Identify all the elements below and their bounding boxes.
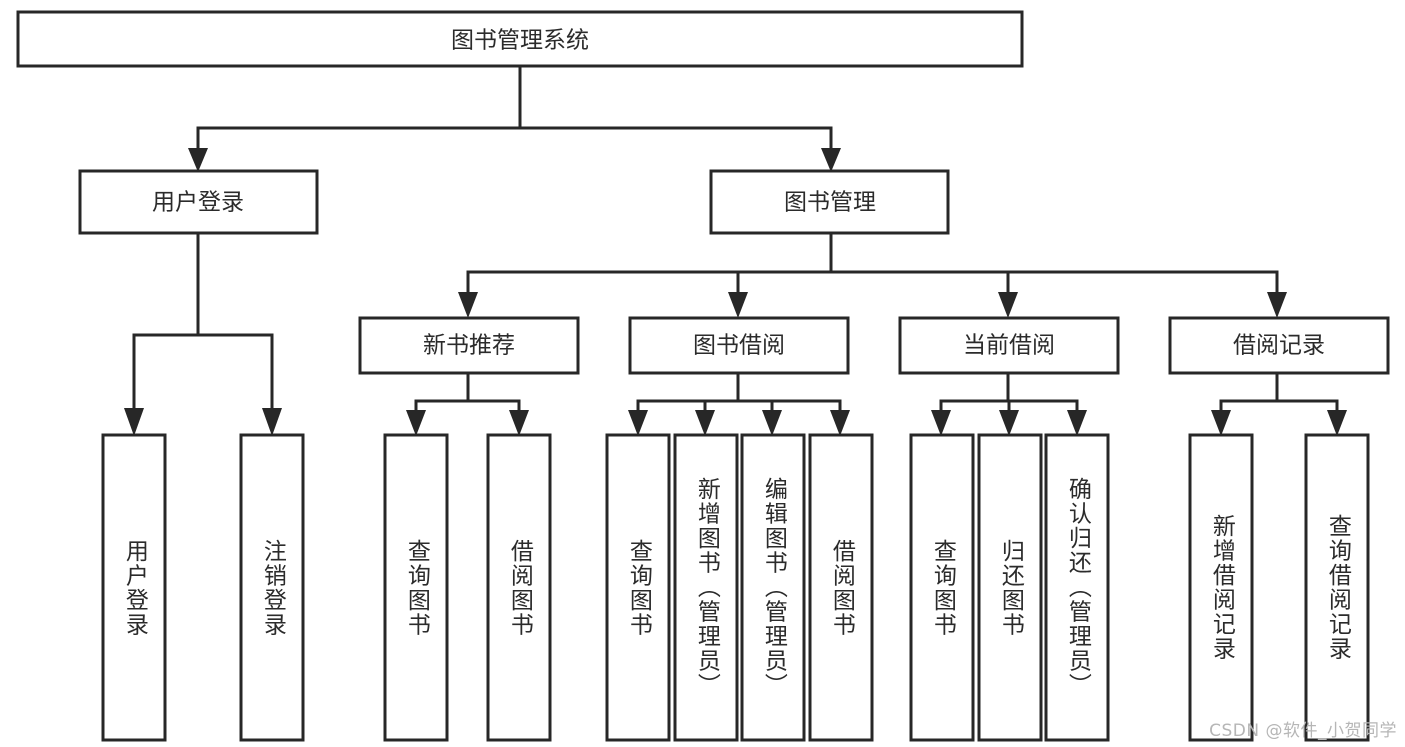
arrowhead-current-query bbox=[931, 410, 951, 436]
node-box-root[interactable] bbox=[16, 10, 1024, 68]
node-box-leaf-borrow-lend[interactable] bbox=[808, 433, 874, 742]
node-box-leaf-newbook-query[interactable] bbox=[383, 433, 449, 742]
node-box-book-borrow[interactable] bbox=[628, 316, 850, 375]
arrowhead-borrow-query bbox=[628, 410, 648, 436]
node-label-book-borrow: 图书借阅 bbox=[693, 333, 785, 359]
arrowhead-borrow-records bbox=[1267, 292, 1287, 318]
arrowhead-to-book-management bbox=[821, 148, 841, 172]
node-box-leaf-borrow-query[interactable] bbox=[605, 433, 671, 742]
arrowhead-current-borrow bbox=[998, 292, 1018, 318]
node-label-borrow-records: 借阅记录 bbox=[1233, 333, 1325, 359]
node-box-leaf-current-confirm[interactable] bbox=[1044, 433, 1110, 742]
node-layer: 图书管理系统 用户登录 图书管理 新书推荐 图书借阅 当前借阅 借阅记录 bbox=[16, 10, 1390, 742]
node-box-leaf-records-add[interactable] bbox=[1188, 433, 1254, 742]
arrowhead-to-user-login bbox=[188, 148, 208, 172]
node-box-user-login[interactable] bbox=[78, 169, 319, 235]
node-box-leaf-borrow-edit[interactable] bbox=[740, 433, 806, 742]
connector-layer bbox=[124, 64, 1347, 436]
arrowhead-records-query bbox=[1327, 410, 1347, 436]
node-box-book-management[interactable] bbox=[709, 169, 950, 235]
node-box-leaf-borrow-add[interactable] bbox=[673, 433, 739, 742]
node-box-leaf-user-login[interactable] bbox=[101, 433, 167, 742]
node-label-root: 图书管理系统 bbox=[451, 28, 589, 54]
arrowhead-records-add bbox=[1211, 410, 1231, 436]
arrowhead-logout-leaf bbox=[262, 408, 282, 436]
node-label-new-book-recommend: 新书推荐 bbox=[423, 333, 515, 359]
node-label-book-management: 图书管理 bbox=[784, 190, 876, 216]
node-label-current-borrow: 当前借阅 bbox=[963, 333, 1055, 359]
node-box-leaf-newbook-borrow[interactable] bbox=[486, 433, 552, 742]
node-box-leaf-logout[interactable] bbox=[239, 433, 305, 742]
arrowhead-current-confirm bbox=[1067, 410, 1087, 436]
node-box-leaf-current-return[interactable] bbox=[977, 433, 1043, 742]
arrowhead-book-borrow bbox=[728, 292, 748, 318]
node-box-leaf-current-query[interactable] bbox=[909, 433, 975, 742]
arrowhead-current-return bbox=[999, 410, 1019, 436]
csdn-watermark: CSDN @软件_小贺同学 bbox=[1209, 721, 1397, 741]
node-box-current-borrow[interactable] bbox=[898, 316, 1120, 375]
node-box-new-book-recommend[interactable] bbox=[358, 316, 580, 375]
arrowhead-user-login-leaf bbox=[124, 408, 144, 436]
arrowhead-newbook-query bbox=[406, 410, 426, 436]
arrowhead-borrow-edit bbox=[762, 410, 782, 436]
arrowhead-newbook-borrow bbox=[509, 410, 529, 436]
node-label-user-login: 用户登录 bbox=[152, 190, 244, 216]
arrowhead-new-book-rec bbox=[458, 292, 478, 318]
node-box-borrow-records[interactable] bbox=[1168, 316, 1390, 375]
node-box-leaf-records-query[interactable] bbox=[1304, 433, 1370, 742]
arrowhead-borrow-lend bbox=[830, 410, 850, 436]
arrowhead-borrow-add bbox=[695, 410, 715, 436]
